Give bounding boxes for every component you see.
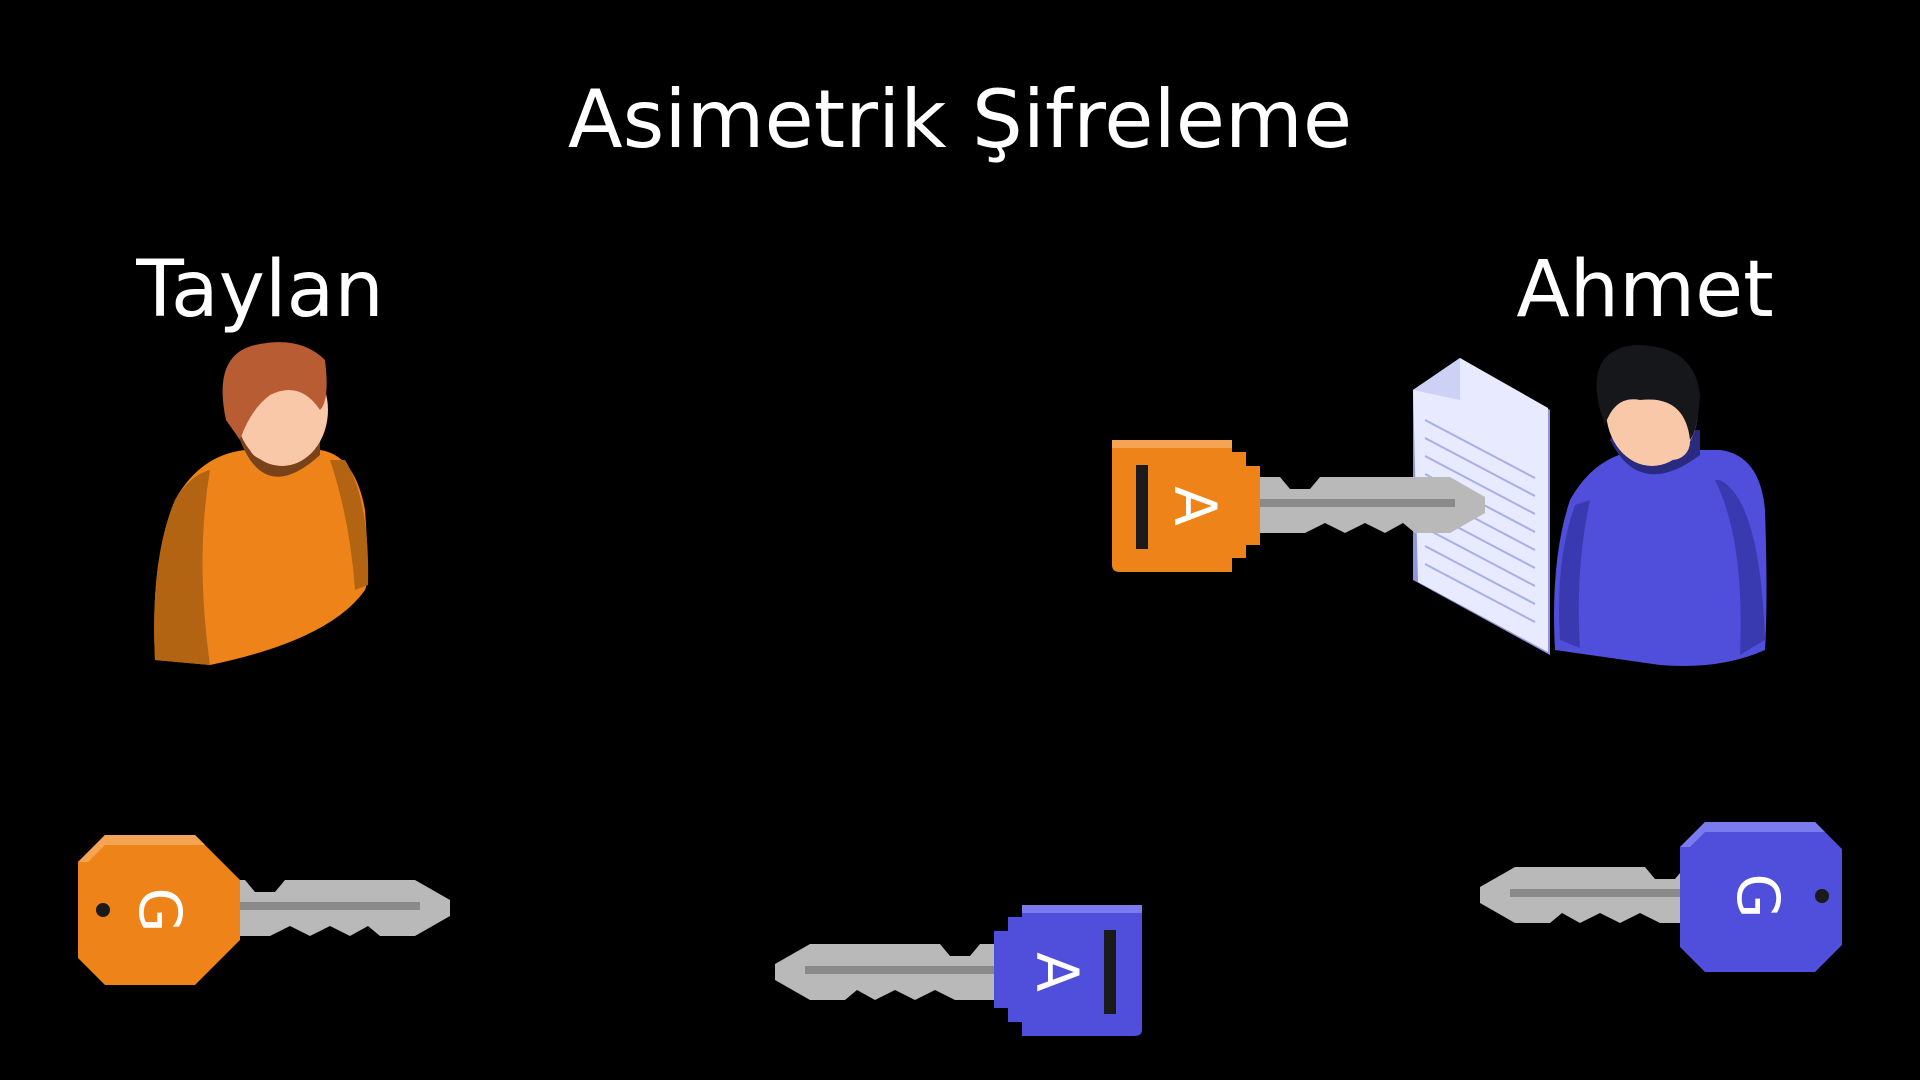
person-name-ahmet: Ahmet (1516, 245, 1774, 335)
key-ahmet-public-label: A (1023, 952, 1091, 992)
key-taylan-private-label: G (126, 888, 194, 933)
page-title: Asimetrik Şifreleme (567, 73, 1353, 166)
taylan-hair (222, 342, 327, 440)
key-ahmet-private-icon: G (1480, 822, 1842, 972)
key-taylan-private-icon: G (78, 835, 450, 985)
taylan-shirt (154, 450, 368, 665)
key-ahmet-public-icon: A (775, 905, 1142, 1036)
person-name-taylan: Taylan (136, 245, 384, 335)
key-ahmet-private-label: G (1724, 874, 1792, 919)
ahmet-shirt (1554, 450, 1767, 666)
person-ahmet-icon (1554, 345, 1767, 666)
key-taylan-public-label: A (1161, 486, 1229, 526)
person-taylan-icon (154, 342, 369, 665)
ahmet-hair (1596, 345, 1700, 440)
key-taylan-public-icon: A (1112, 440, 1485, 572)
